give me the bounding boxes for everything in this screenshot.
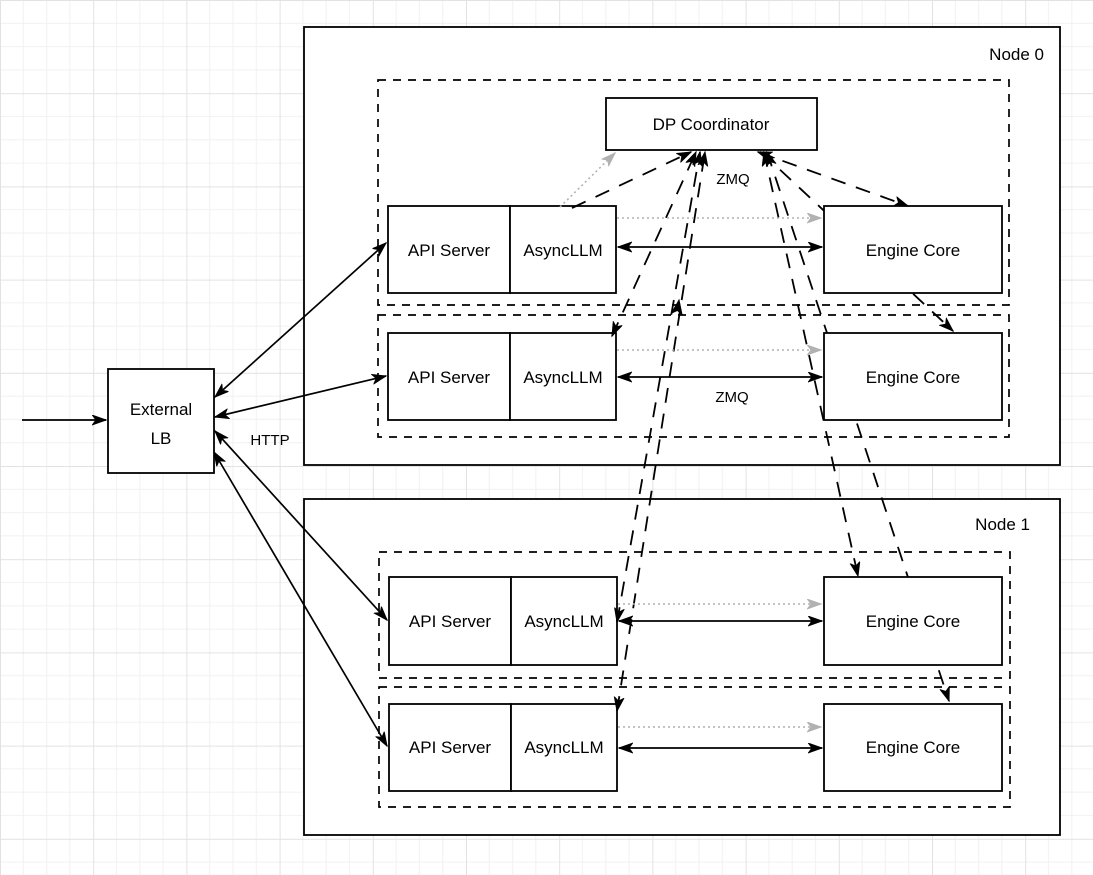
api-server-box bbox=[387, 205, 511, 294]
mid-line-arrowhead bbox=[670, 298, 683, 317]
dp-coordinator-box bbox=[605, 97, 818, 151]
zmq-label-row2: ZMQ bbox=[715, 389, 748, 406]
engine-core-label: Engine Core bbox=[866, 612, 961, 631]
lb-api4-http-arrow bbox=[214, 452, 387, 746]
api-server-box bbox=[388, 703, 512, 792]
asyncllm-label: AsyncLLM bbox=[524, 738, 603, 757]
dp-coordinator-label: DP Coordinator bbox=[653, 115, 770, 134]
asyncllm-label: AsyncLLM bbox=[524, 612, 603, 631]
coordinator-engine3-dashed-arrow bbox=[764, 152, 858, 576]
api-server-label: API Server bbox=[408, 241, 491, 260]
api-server-label: API Server bbox=[409, 612, 492, 631]
lb-api1-http-arrow bbox=[215, 243, 386, 397]
engine-core-box bbox=[823, 703, 1003, 792]
node0-label: Node 0 bbox=[989, 45, 1044, 64]
engine-core-label: Engine Core bbox=[866, 241, 961, 260]
engine-core-label: Engine Core bbox=[866, 738, 961, 757]
http-label: HTTP bbox=[250, 432, 289, 449]
asyncllm-box bbox=[510, 576, 618, 666]
api-server-box bbox=[387, 332, 511, 421]
zmq-label-top: ZMQ bbox=[716, 171, 749, 188]
external-lb-box bbox=[107, 368, 215, 474]
external-lb-label-line2: LB bbox=[151, 429, 172, 448]
asyncllm-box bbox=[510, 703, 618, 792]
api-server-label: API Server bbox=[409, 738, 492, 757]
node1-row1: API Server AsyncLLM Engine Core bbox=[388, 576, 1003, 666]
engine-core-label: Engine Core bbox=[866, 368, 961, 387]
node1-label: Node 1 bbox=[975, 515, 1030, 534]
api-server-label: API Server bbox=[408, 368, 491, 387]
node1-row2: API Server AsyncLLM Engine Core bbox=[388, 703, 1003, 792]
asyncllm-label: AsyncLLM bbox=[523, 241, 602, 260]
external-lb-label-line1: External bbox=[130, 400, 192, 419]
asyncllm-label: AsyncLLM bbox=[523, 368, 602, 387]
lb-api2-http-arrow bbox=[215, 376, 386, 417]
engine-core-box bbox=[823, 576, 1003, 666]
